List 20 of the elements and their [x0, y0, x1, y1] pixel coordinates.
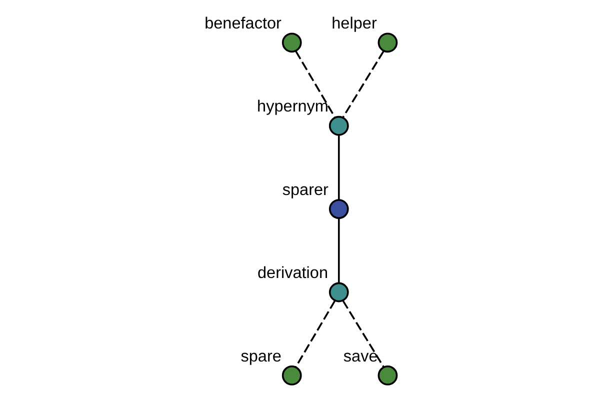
- node-circle: [328, 116, 349, 136]
- node-circle: [378, 32, 398, 53]
- connector: [338, 135, 340, 200]
- node-label: sparer: [282, 180, 328, 199]
- node-label: save: [343, 347, 378, 366]
- node-circle: [328, 282, 349, 302]
- node-circle: [282, 32, 302, 53]
- connector: [295, 300, 336, 368]
- node-circle: [328, 199, 349, 219]
- connector: [295, 50, 336, 118]
- node-circle: [282, 366, 302, 386]
- connector: [342, 300, 384, 368]
- node-label: derivation: [258, 264, 328, 282]
- node-circle: [378, 366, 398, 386]
- node-label: spare: [240, 347, 282, 366]
- node-label: helper: [332, 14, 377, 33]
- node-label: benefactor: [204, 14, 282, 33]
- connector: [338, 218, 340, 283]
- connector: [342, 50, 384, 118]
- node-label: hypernym: [257, 98, 328, 116]
